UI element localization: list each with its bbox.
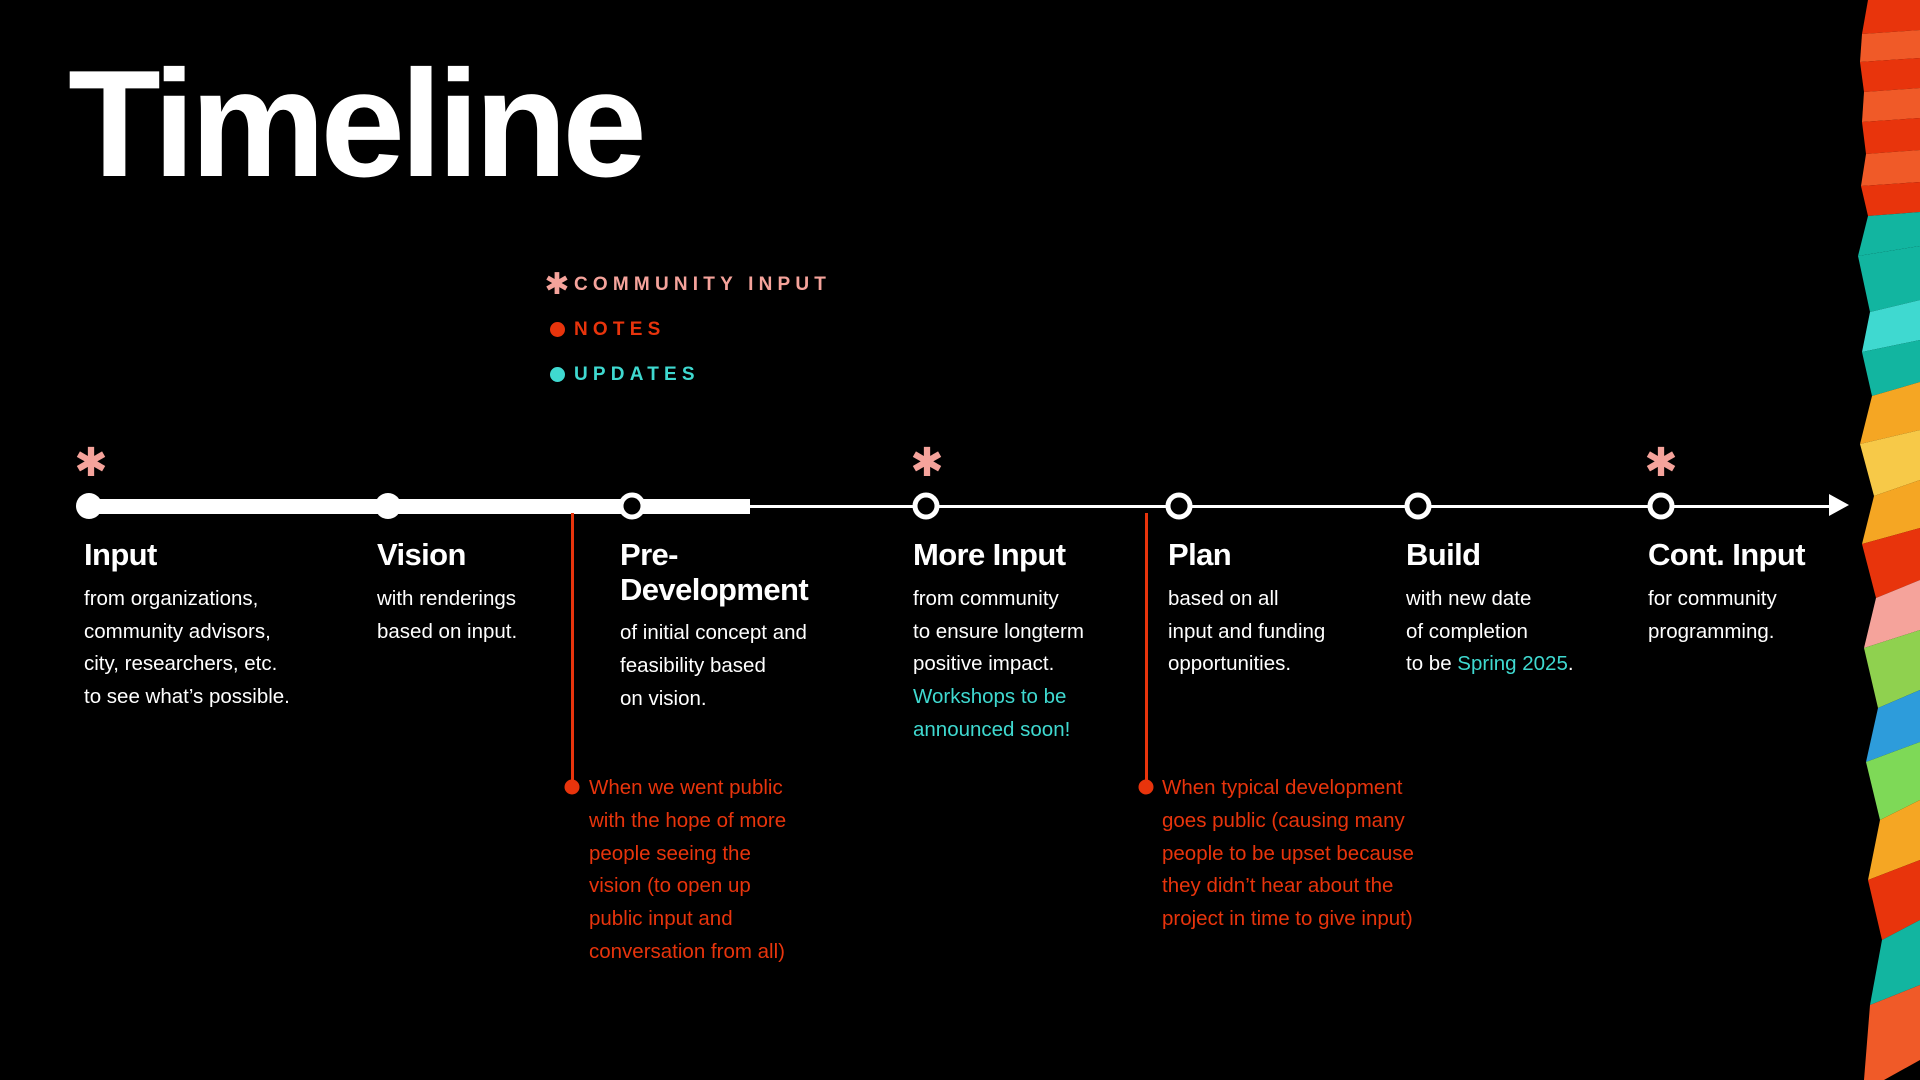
stage-body: with renderings based on input.: [377, 586, 518, 643]
stage-pre-development: Pre- Development of initial concept and …: [620, 537, 890, 716]
dot-icon: [540, 322, 574, 337]
legend-item-community-input: ✱ COMMUNITY INPUT: [540, 262, 831, 307]
community-input-marker-input: ✱: [74, 441, 108, 485]
timeline-axis-line: [84, 505, 1829, 508]
final-line-prefix: to be: [1406, 652, 1458, 676]
stage-input: Input from organizations, community advi…: [84, 537, 334, 714]
stage-body: from organizations, community advisors, …: [84, 586, 290, 709]
legend: ✱ COMMUNITY INPUT NOTES UPDATES: [540, 262, 831, 397]
stage-title: Plan: [1168, 537, 1232, 572]
decorative-ribbon: [1858, 0, 1920, 1080]
timeline-node-more-input[interactable]: [912, 492, 940, 520]
timeline-arrow-icon: [1829, 494, 1849, 516]
stage-body: based on all input and funding opportuni…: [1168, 586, 1326, 676]
timeline-node-input[interactable]: [76, 493, 102, 519]
timeline-node-build[interactable]: [1404, 492, 1432, 520]
stage-more-input: More Input from community to ensure long…: [913, 537, 1143, 747]
update-text: announced soon!: [913, 717, 1071, 741]
page-title: Timeline: [68, 39, 647, 209]
note-connector-2: [1145, 513, 1148, 785]
stage-title: Input: [84, 537, 157, 572]
update-text: Spring 2025: [1457, 652, 1568, 676]
update-text: Workshops to be: [913, 685, 1067, 709]
dot-icon: [540, 367, 574, 382]
note-text-2: When typical development goes public (ca…: [1162, 776, 1414, 931]
note-connector-1: [571, 513, 574, 785]
stage-title: Build: [1406, 537, 1481, 572]
stage-vision: Vision with renderings based on input.: [377, 537, 597, 648]
stage-build: Build with new date of completion to be …: [1406, 537, 1636, 681]
stage-title: Vision: [377, 537, 466, 572]
community-input-marker-cont-input: ✱: [1644, 441, 1678, 485]
timeline-node-vision[interactable]: [375, 493, 401, 519]
legend-item-updates: UPDATES: [540, 352, 831, 397]
note-dot-2: [1138, 779, 1154, 795]
stage-plan: Plan based on all input and funding oppo…: [1168, 537, 1388, 681]
note-text-1: When we went public with the hope of mor…: [589, 776, 787, 963]
final-line-suffix: .: [1567, 652, 1574, 676]
stage-body: for community programming.: [1648, 586, 1777, 643]
timeline-node-predev[interactable]: [618, 492, 646, 520]
stage-body: of initial concept and feasibility based…: [620, 621, 807, 711]
timeline-axis-completed: [84, 499, 750, 514]
stage-body-final-line: to be Spring 2025.: [1406, 648, 1636, 681]
legend-label-updates: UPDATES: [574, 363, 700, 385]
stage-title: More Input: [913, 537, 1066, 572]
stage-title: Cont. Input: [1648, 537, 1806, 572]
community-input-marker-more-input: ✱: [910, 441, 944, 485]
timeline-node-plan[interactable]: [1165, 492, 1193, 520]
stage-body: from community to ensure longterm positi…: [913, 583, 1143, 747]
asterisk-icon: ✱: [544, 267, 570, 301]
legend-item-notes: NOTES: [540, 307, 831, 352]
ribbon-graphic: [1858, 0, 1920, 1080]
stage-title: Pre- Development: [620, 537, 809, 607]
stage-body: with new date of completion to be Spring…: [1406, 583, 1636, 681]
note-dot-1: [564, 779, 580, 795]
legend-label-community-input: COMMUNITY INPUT: [574, 273, 832, 295]
legend-label-notes: NOTES: [574, 318, 666, 340]
stage-cont-input: Cont. Input for community programming.: [1648, 537, 1878, 648]
timeline-node-cont-input[interactable]: [1647, 492, 1675, 520]
